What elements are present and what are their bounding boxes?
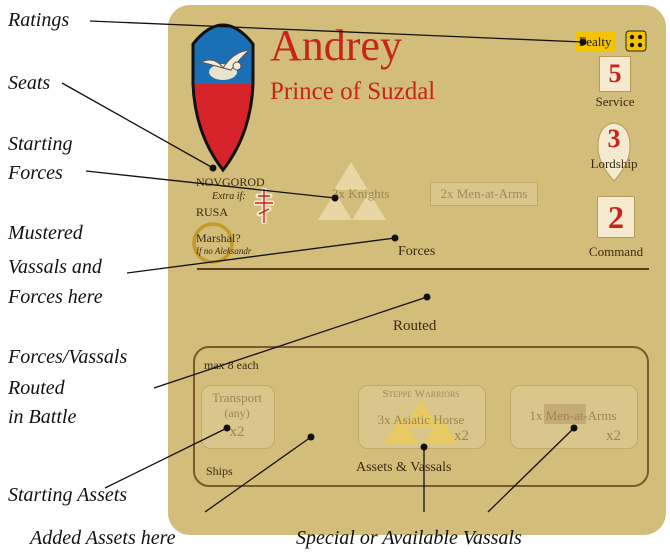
callout-mustered-3: Forces here — [8, 283, 103, 312]
callout-routed-2: Routed — [8, 374, 65, 403]
callout-starting-forces-1: Starting — [8, 130, 72, 159]
callout-added-assets: Added Assets here — [30, 524, 176, 553]
callout-special-vassals: Special or Available Vassals — [296, 524, 522, 553]
callout-starting-assets: Starting Assets — [8, 481, 127, 510]
callout-mustered-2: Vassals and — [8, 253, 102, 282]
callout-starting-forces-2: Forces — [8, 159, 63, 188]
callout-mustered-1: Mustered — [8, 219, 83, 248]
callout-ratings: Ratings — [8, 6, 69, 35]
callout-routed-1: Forces/Vassals — [8, 343, 127, 372]
callout-seats: Seats — [8, 69, 50, 98]
callout-routed-3: in Battle — [8, 403, 76, 432]
